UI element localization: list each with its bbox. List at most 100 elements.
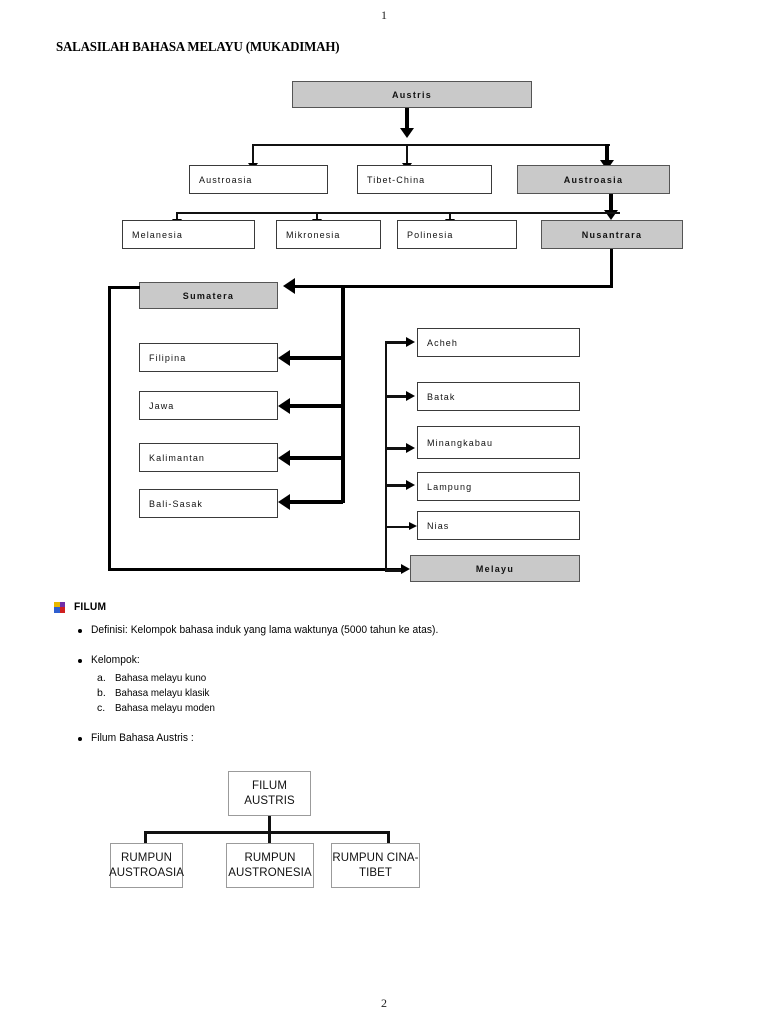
node-sumatera: Sumatera xyxy=(139,282,278,309)
node-label: Polinesia xyxy=(407,229,454,240)
page-number-bottom: 2 xyxy=(381,996,387,1010)
orgnode-line-2: AUSTRONESIA xyxy=(228,866,312,879)
node-melayu: Melayu xyxy=(410,555,580,582)
arrowhead-nias xyxy=(409,522,417,530)
node-label: Austris xyxy=(391,89,433,100)
page-title: SALASILAH BAHASA MELAYU (MUKADIMAH) xyxy=(56,39,340,54)
orgnode-rumpun-cina-tibet: RUMPUN CINA- TIBET xyxy=(331,843,420,888)
sub-item-marker: b. xyxy=(97,687,106,699)
bullet-text: Definisi: Kelompok bahasa induk yang lam… xyxy=(91,624,439,636)
node-austroasia-highlighted: Austroasia xyxy=(517,165,670,194)
node-minangkabau: Minangkabau xyxy=(417,426,580,459)
node-lampung: Lampung xyxy=(417,472,580,501)
node-label: Lampung xyxy=(427,481,473,492)
four-color-arrow-bullet-icon xyxy=(54,601,65,613)
connector-nusantrara-down xyxy=(610,249,613,288)
node-label: Sumatera xyxy=(182,290,235,301)
connector-right-acheh xyxy=(385,341,407,344)
node-bali-sasak: Bali-Sasak xyxy=(139,489,278,518)
node-label: Nusantrara xyxy=(581,229,643,240)
connector-right-lampung xyxy=(385,484,407,487)
bullet-dot-icon xyxy=(78,629,82,633)
orgnode-line-1: RUMPUN CINA- xyxy=(332,852,419,865)
orgnode-rumpun-austroasia: RUMPUN AUSTROASIA xyxy=(109,843,184,888)
connector-level2-left-drop xyxy=(252,144,254,165)
sub-item-text: Bahasa melayu moden xyxy=(115,702,215,714)
connector-right-trunk xyxy=(385,342,387,572)
connector-outer-loop-left xyxy=(108,286,111,571)
node-label: Mikronesia xyxy=(286,229,341,240)
org-connector-drop-3 xyxy=(387,831,390,845)
page-number-top: 1 xyxy=(381,8,387,22)
node-label: Filipina xyxy=(149,352,187,363)
connector-right-melayu xyxy=(385,569,403,572)
node-mikronesia: Mikronesia xyxy=(276,220,381,249)
connector-level2-bus xyxy=(252,144,610,146)
bullet-dot-icon xyxy=(78,659,82,663)
node-filipina: Filipina xyxy=(139,343,278,372)
bullet-text: Filum Bahasa Austris : xyxy=(91,732,194,744)
connector-right-batak xyxy=(385,395,407,398)
node-austris: Austris xyxy=(292,81,532,108)
arrowhead-into-sumatera-bus xyxy=(283,278,295,294)
node-label: Jawa xyxy=(149,400,175,411)
org-connector-bus xyxy=(144,831,390,834)
connector-level3-drop-3 xyxy=(449,212,451,221)
arrowhead-batak xyxy=(406,391,415,401)
orgnode-filum-austris: FILUM AUSTRIS xyxy=(228,771,311,816)
node-austroasia: Austroasia xyxy=(189,165,328,194)
arrowhead-jawa xyxy=(278,398,290,414)
sub-item-marker: a. xyxy=(97,672,106,684)
connector-trunk-bali-sasak xyxy=(290,500,343,504)
arrowhead-melayu xyxy=(401,564,410,574)
connector-level3-drop-1 xyxy=(176,212,178,221)
node-label: Kalimantan xyxy=(149,452,206,463)
bullet-definisi: Definisi: Kelompok bahasa induk yang lam… xyxy=(78,624,465,636)
arrowhead-lampung xyxy=(406,480,415,490)
node-kalimantan: Kalimantan xyxy=(139,443,278,472)
orgnode-line-1: RUMPUN xyxy=(244,852,296,865)
node-acheh: Acheh xyxy=(417,328,580,357)
filum-austris-diagram: FILUM AUSTRIS RUMPUN AUSTROASIA RUMPUN A… xyxy=(0,765,768,890)
arrowhead-kalimantan xyxy=(278,450,290,466)
sub-item-c: c. Bahasa melayu moden xyxy=(97,702,222,714)
sub-item-marker: c. xyxy=(97,702,106,714)
bullet-kelompok: Kelompok: xyxy=(78,654,143,666)
salasilah-diagram: Austris Austroasia Tibet-China Austroasi… xyxy=(0,70,768,595)
node-nias: Nias xyxy=(417,511,580,540)
connector-right-minangkabau xyxy=(385,447,407,450)
node-label: Batak xyxy=(427,391,456,402)
node-label: Melanesia xyxy=(132,229,183,240)
connector-level3-drop-2 xyxy=(316,212,318,221)
node-label: Austroasia xyxy=(563,174,624,185)
sub-item-text: Bahasa melayu klasik xyxy=(115,687,210,699)
node-label: Tibet-China xyxy=(367,174,426,185)
connector-root-down xyxy=(405,108,409,130)
connector-outer-loop-bottom xyxy=(108,568,401,571)
node-label: Minangkabau xyxy=(427,437,494,448)
org-connector-drop-2 xyxy=(268,831,271,845)
filum-heading-row: FILUM xyxy=(54,601,109,613)
node-label: Nias xyxy=(427,520,450,531)
orgnode-line-2: TIBET xyxy=(358,866,393,879)
node-label: Bali-Sasak xyxy=(149,498,204,509)
orgnode-line-2: AUSTRIS xyxy=(244,794,295,807)
bullet-dot-icon xyxy=(78,737,82,741)
node-label: Melayu xyxy=(475,563,515,574)
connector-nusantrara-left xyxy=(290,285,613,288)
org-connector-drop-1 xyxy=(144,831,147,845)
node-melanesia: Melanesia xyxy=(122,220,255,249)
node-nusantrara: Nusantrara xyxy=(541,220,683,249)
node-jawa: Jawa xyxy=(139,391,278,420)
section-heading: FILUM xyxy=(74,601,107,613)
connector-trunk-kalimantan xyxy=(290,456,343,460)
connector-level3-bus xyxy=(176,212,620,214)
node-label: Austroasia xyxy=(199,174,253,185)
connector-austroasia-to-nusantrara xyxy=(609,194,613,212)
node-tibet-china: Tibet-China xyxy=(357,165,492,194)
arrowhead-minangkabau xyxy=(406,443,415,453)
arrowhead-bali-sasak xyxy=(278,494,290,510)
orgnode-line-1: RUMPUN xyxy=(120,852,173,865)
arrowhead-acheh xyxy=(406,337,415,347)
